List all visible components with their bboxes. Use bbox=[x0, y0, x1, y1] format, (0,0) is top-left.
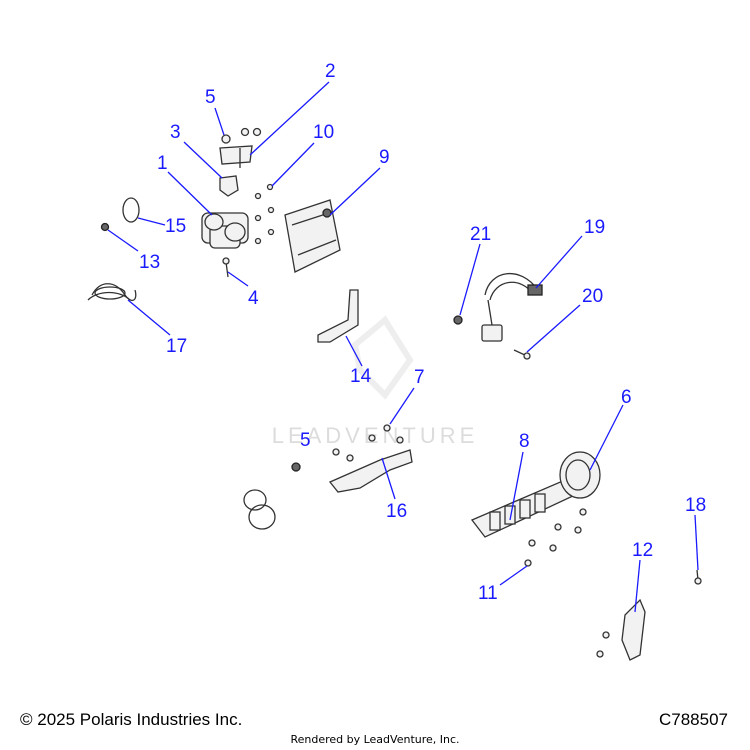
callout-10: 10 bbox=[313, 122, 334, 143]
callout-1: 1 bbox=[157, 153, 168, 174]
part-18-bolt[interactable] bbox=[694, 569, 702, 585]
part-12-bracket[interactable] bbox=[596, 598, 646, 661]
part-9-ecu-module[interactable] bbox=[284, 199, 341, 273]
part-21-nut[interactable] bbox=[453, 315, 463, 325]
part-7-screw[interactable] bbox=[383, 424, 391, 432]
part-15-ring-clamp[interactable] bbox=[122, 197, 140, 223]
part-19-wire-harness[interactable] bbox=[481, 273, 543, 342]
callout-8: 8 bbox=[519, 431, 530, 452]
part-11-fasteners[interactable] bbox=[524, 508, 587, 567]
seal-rings bbox=[243, 489, 276, 530]
callout-12: 12 bbox=[632, 540, 653, 561]
callout-5-lower: 5 bbox=[300, 430, 311, 451]
callout-2: 2 bbox=[325, 61, 336, 82]
part-3-clip[interactable] bbox=[219, 175, 239, 197]
rendered-by-text: Rendered by LeadVenture, Inc. bbox=[290, 733, 460, 746]
callout-20: 20 bbox=[582, 286, 603, 307]
callout-21: 21 bbox=[470, 224, 491, 245]
part-17-cable-ties[interactable] bbox=[87, 283, 137, 302]
callout-9: 9 bbox=[379, 147, 390, 168]
callout-16: 16 bbox=[386, 501, 407, 522]
part-13-nut[interactable] bbox=[100, 222, 110, 232]
callout-7: 7 bbox=[414, 367, 425, 388]
callout-5-top: 5 bbox=[205, 87, 216, 108]
callout-18: 18 bbox=[685, 495, 706, 516]
watermark-logo bbox=[351, 315, 414, 400]
part-20-bolt[interactable] bbox=[513, 349, 531, 360]
part-2-bracket[interactable] bbox=[219, 145, 253, 168]
callout-3: 3 bbox=[170, 122, 181, 143]
callout-14: 14 bbox=[350, 366, 372, 387]
part-5-nut-top[interactable] bbox=[221, 127, 262, 144]
part-1-coil-assembly[interactable] bbox=[201, 212, 249, 249]
diagram-id: C788507 bbox=[658, 710, 728, 729]
part-10-fasteners[interactable] bbox=[254, 183, 275, 245]
part-4-bolt[interactable] bbox=[222, 257, 230, 278]
callout-4: 4 bbox=[248, 288, 259, 309]
part-14-bracket[interactable] bbox=[317, 289, 359, 343]
leader-lines bbox=[107, 81, 699, 613]
part-16-bracket[interactable] bbox=[328, 434, 413, 493]
part-6-throttle-body[interactable] bbox=[559, 451, 601, 499]
callout-6: 6 bbox=[621, 387, 632, 408]
callout-13: 13 bbox=[139, 252, 160, 273]
part-8-fuel-rail[interactable] bbox=[470, 479, 576, 538]
part-5-nut-lower[interactable] bbox=[291, 462, 301, 472]
callout-19: 19 bbox=[584, 217, 605, 238]
callout-15: 15 bbox=[165, 216, 186, 237]
callout-11: 11 bbox=[478, 583, 498, 604]
callout-17: 17 bbox=[166, 336, 187, 357]
copyright-text: © 2025 Polaris Industries Inc. bbox=[20, 710, 243, 729]
